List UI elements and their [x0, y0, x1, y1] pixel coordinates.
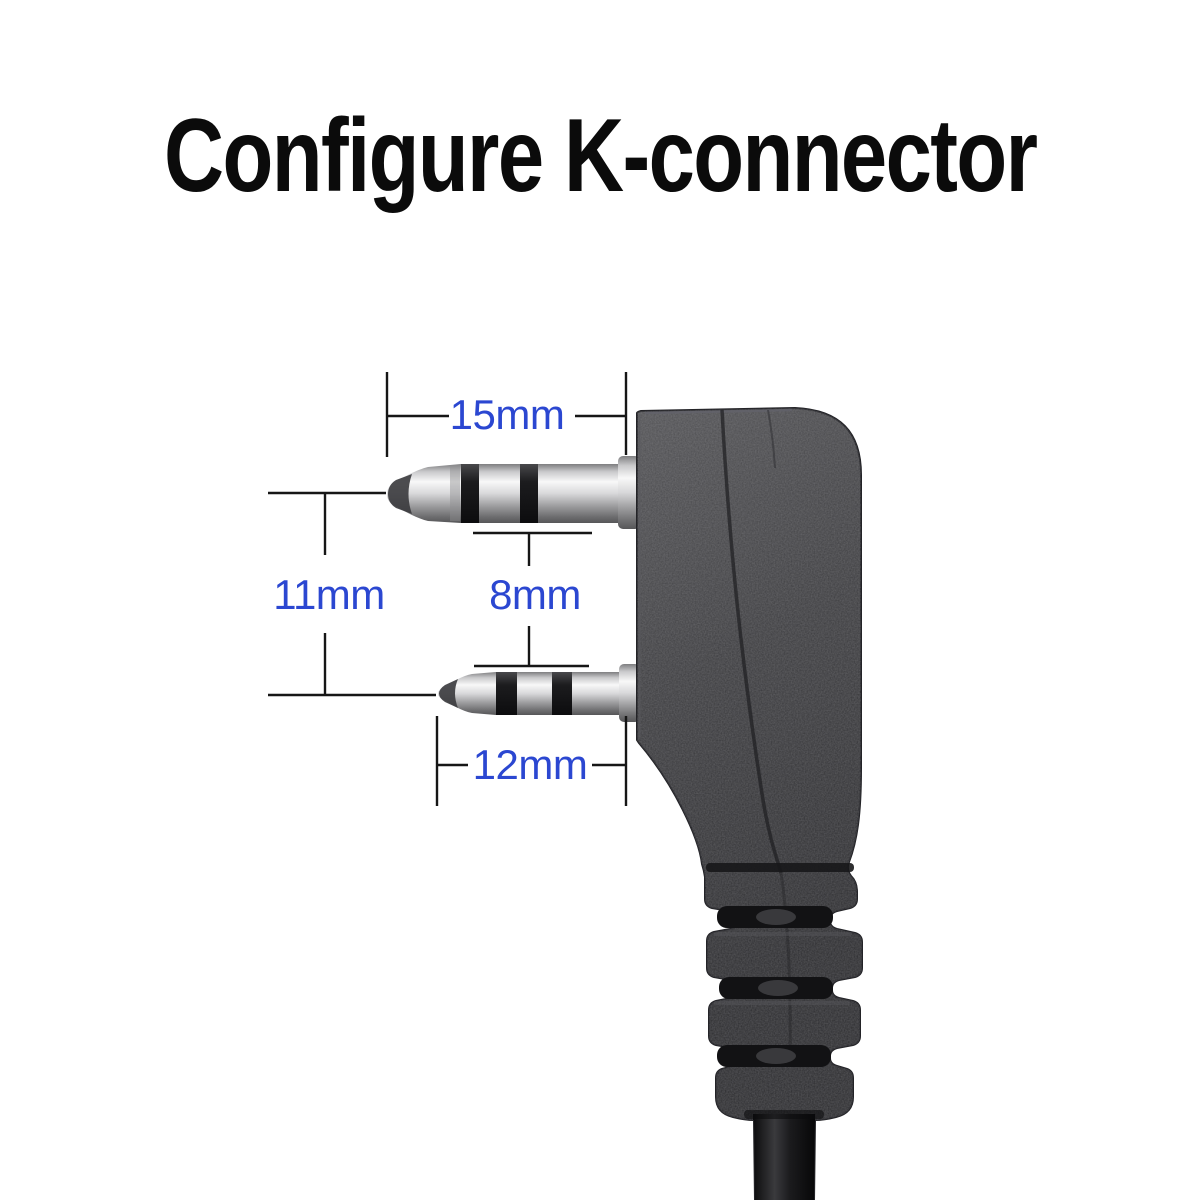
plug-2-5mm-tip-facet [439, 679, 458, 708]
plug-2-5mm-trs [438, 664, 640, 722]
plug-3-5mm-band [479, 464, 520, 523]
strain-relief-collar-groove [706, 863, 854, 872]
strain-relief-groove-2-nub [758, 980, 798, 996]
body-texture [637, 408, 862, 1200]
plug-3-5mm-collar [618, 456, 640, 529]
dimension-label-plug-vertical-gap: 8mm [489, 571, 581, 618]
body-mold-seam-lower [779, 872, 792, 1059]
dimension-lines-15mm [385, 372, 628, 457]
body-mold-seam [720, 409, 783, 874]
plug-3-5mm-ring-1 [461, 464, 479, 523]
plug-3-5mm-ring-2 [520, 464, 538, 523]
body-corner-seam [767, 409, 776, 469]
cable-top-shadow [744, 1110, 824, 1119]
dimension-label-pin-center-spacing: 11mm [273, 571, 385, 618]
plug-3-5mm-trs [387, 456, 640, 529]
connector-body [636, 407, 863, 1200]
page-title: Configure K-connector [0, 104, 1200, 208]
strain-relief-groove-1-nub [756, 909, 796, 925]
strain-relief-rib-highlight-1 [714, 932, 852, 936]
dimension-lines-11mm [268, 491, 436, 697]
plug-2-5mm-ring-2 [552, 672, 572, 715]
plug-2-5mm-collar [619, 664, 640, 722]
plug-3-5mm-sleeve [538, 464, 623, 523]
page-title-text: Configure K-connector [163, 98, 1038, 214]
dimension-lines [268, 372, 628, 806]
plug-3-5mm-tip-facet [388, 474, 412, 514]
plug-2-5mm-sleeve [572, 672, 624, 715]
plug-2-5mm-ring-1 [496, 672, 517, 715]
strain-relief-rib-highlight-2 [714, 1001, 850, 1005]
strain-relief-groove-3-nub [756, 1048, 796, 1064]
strain-relief [706, 863, 854, 1067]
dimension-lines-8mm [473, 531, 592, 668]
plug-2-5mm-band [517, 672, 552, 715]
dimension-label-upper-plug-length: 15mm [449, 391, 565, 438]
dimension-lines-12mm [435, 716, 628, 806]
dimension-label-lower-plug-length: 12mm [472, 741, 588, 788]
cable [753, 1114, 815, 1200]
plug-3-5mm-neck-shade [450, 466, 460, 521]
